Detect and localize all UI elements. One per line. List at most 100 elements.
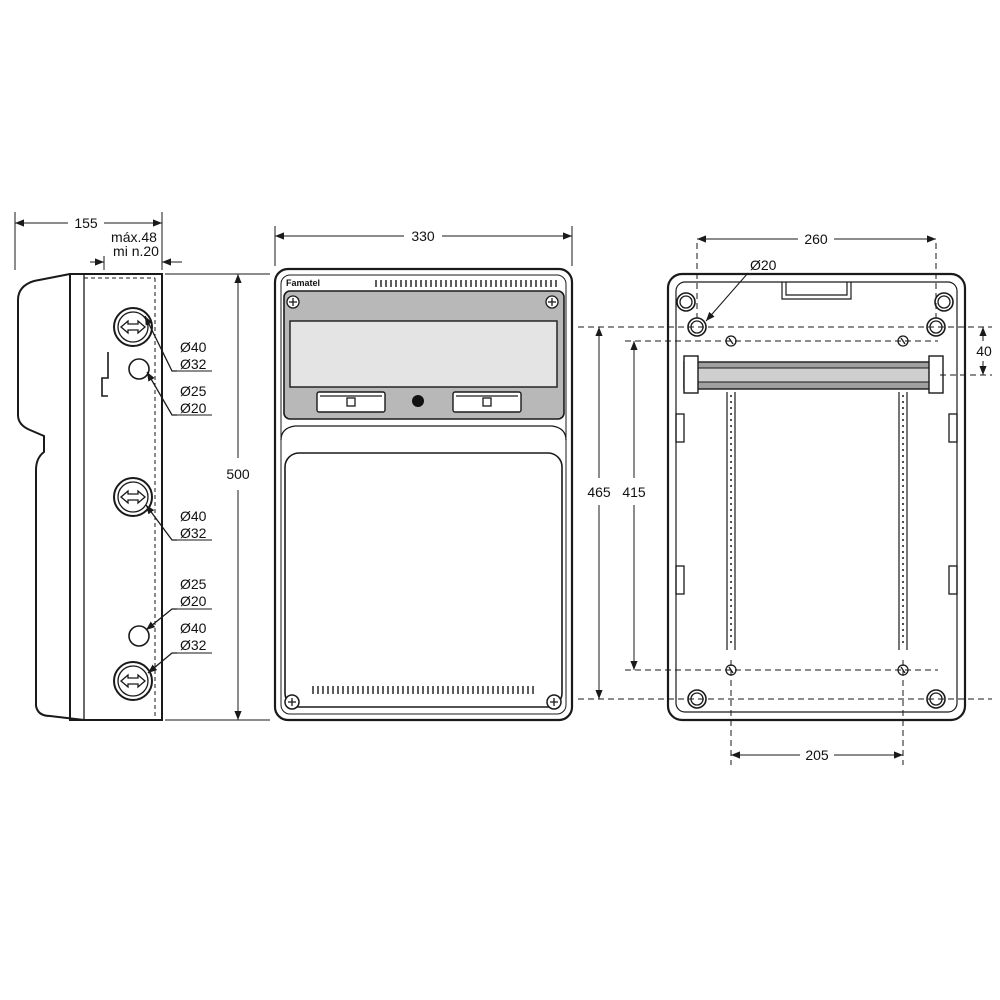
strip-hole bbox=[730, 575, 732, 577]
front-screw-bottom-right bbox=[546, 694, 562, 710]
back-side-clip-right-bottom bbox=[948, 565, 958, 595]
back-side-clip-left-bottom bbox=[675, 565, 685, 595]
front-latch-right bbox=[452, 391, 522, 413]
strip-hole bbox=[730, 407, 732, 409]
callout-2-d1: Ø25 bbox=[180, 383, 207, 399]
back-view bbox=[578, 235, 992, 765]
front-view bbox=[273, 226, 574, 722]
strip-hole bbox=[730, 527, 732, 529]
strip-hole bbox=[902, 599, 904, 601]
strip-hole bbox=[730, 521, 732, 523]
knockout-40-mid bbox=[113, 477, 153, 517]
strip-hole bbox=[902, 401, 904, 403]
strip-hole bbox=[902, 497, 904, 499]
strip-hole bbox=[730, 587, 732, 589]
callout-3-d1: Ø40 bbox=[180, 508, 207, 524]
front-door bbox=[284, 452, 563, 708]
strip-hole bbox=[902, 473, 904, 475]
front-screw-bottom-left bbox=[284, 694, 300, 710]
strip-hole bbox=[902, 605, 904, 607]
strip-hole bbox=[730, 461, 732, 463]
knockout-25-top bbox=[128, 358, 150, 380]
strip-hole bbox=[730, 455, 732, 457]
knockout-40-top bbox=[113, 307, 153, 347]
strip-hole bbox=[730, 605, 732, 607]
front-brand-label: Famatel bbox=[286, 278, 320, 288]
callout-3-d2: Ø32 bbox=[180, 525, 207, 541]
side-lid-profile bbox=[17, 273, 85, 721]
strip-hole bbox=[730, 515, 732, 517]
strip-hole bbox=[730, 629, 732, 631]
side-view-labels: 155 máx.48 mi n.20 500 Ø40 Ø32 Ø25 Ø20 Ø… bbox=[74, 215, 250, 653]
strip-hole bbox=[730, 533, 732, 535]
strip-hole bbox=[902, 527, 904, 529]
strip-hole bbox=[730, 545, 732, 547]
side-min-label: mi n.20 bbox=[113, 243, 159, 259]
back-corner-hole-top-left bbox=[676, 292, 696, 312]
strip-hole bbox=[902, 425, 904, 427]
strip-hole bbox=[902, 539, 904, 541]
strip-hole bbox=[730, 503, 732, 505]
strip-hole bbox=[902, 617, 904, 619]
strip-hole bbox=[902, 593, 904, 595]
side-width-label: 155 bbox=[74, 215, 98, 231]
strip-hole bbox=[730, 449, 732, 451]
strip-hole bbox=[902, 587, 904, 589]
strip-hole bbox=[902, 455, 904, 457]
back-corner-hole-top-right bbox=[934, 292, 954, 312]
strip-hole bbox=[730, 425, 732, 427]
strip-hole bbox=[730, 401, 732, 403]
strip-hole bbox=[902, 509, 904, 511]
strip-hole bbox=[730, 413, 732, 415]
strip-hole bbox=[902, 611, 904, 613]
back-outer-frame bbox=[666, 272, 967, 722]
back-height-outer-label: 465 bbox=[587, 484, 611, 500]
strip-hole bbox=[902, 575, 904, 577]
strip-hole bbox=[730, 443, 732, 445]
strip-hole bbox=[730, 437, 732, 439]
front-lock-dot bbox=[412, 395, 424, 407]
front-latch-left bbox=[316, 391, 386, 413]
strip-hole bbox=[730, 491, 732, 493]
front-panel-screw-left bbox=[286, 295, 300, 309]
back-hole-label: Ø20 bbox=[750, 257, 777, 273]
callout-2-d2: Ø20 bbox=[180, 400, 207, 416]
side-height-label: 500 bbox=[226, 466, 250, 482]
knockout-25-bottom bbox=[128, 625, 150, 647]
strip-hole bbox=[730, 467, 732, 469]
front-panel-screw-right bbox=[545, 295, 559, 309]
side-max-label: máx.48 bbox=[111, 229, 157, 245]
back-rail-spacing-label: 205 bbox=[805, 747, 829, 763]
back-rail-offset-label: 40 bbox=[976, 343, 992, 359]
strip-hole bbox=[902, 623, 904, 625]
strip-hole bbox=[902, 503, 904, 505]
strip-hole bbox=[902, 407, 904, 409]
front-width-label: 330 bbox=[411, 228, 435, 244]
strip-hole bbox=[902, 485, 904, 487]
strip-hole bbox=[902, 551, 904, 553]
strip-hole bbox=[730, 611, 732, 613]
strip-hole bbox=[902, 581, 904, 583]
strip-hole bbox=[730, 419, 732, 421]
front-outer-frame bbox=[273, 267, 574, 722]
back-strip-left bbox=[726, 392, 736, 650]
strip-hole bbox=[730, 569, 732, 571]
callout-1-d1: Ø40 bbox=[180, 339, 207, 355]
strip-hole bbox=[902, 479, 904, 481]
back-rail-end-left bbox=[683, 355, 699, 394]
strip-hole bbox=[902, 449, 904, 451]
strip-hole bbox=[902, 533, 904, 535]
strip-hole bbox=[902, 563, 904, 565]
callout-1-d2: Ø32 bbox=[180, 356, 207, 372]
front-bottom-vents bbox=[312, 686, 534, 694]
strip-hole bbox=[730, 479, 732, 481]
strip-hole bbox=[902, 641, 904, 643]
strip-hole bbox=[730, 557, 732, 559]
back-side-clip-right-top bbox=[948, 413, 958, 443]
side-box-body bbox=[69, 273, 163, 721]
back-height-inner-label: 415 bbox=[622, 484, 646, 500]
strip-hole bbox=[902, 431, 904, 433]
strip-hole bbox=[902, 515, 904, 517]
back-strip-right bbox=[898, 392, 908, 650]
strip-hole bbox=[730, 497, 732, 499]
